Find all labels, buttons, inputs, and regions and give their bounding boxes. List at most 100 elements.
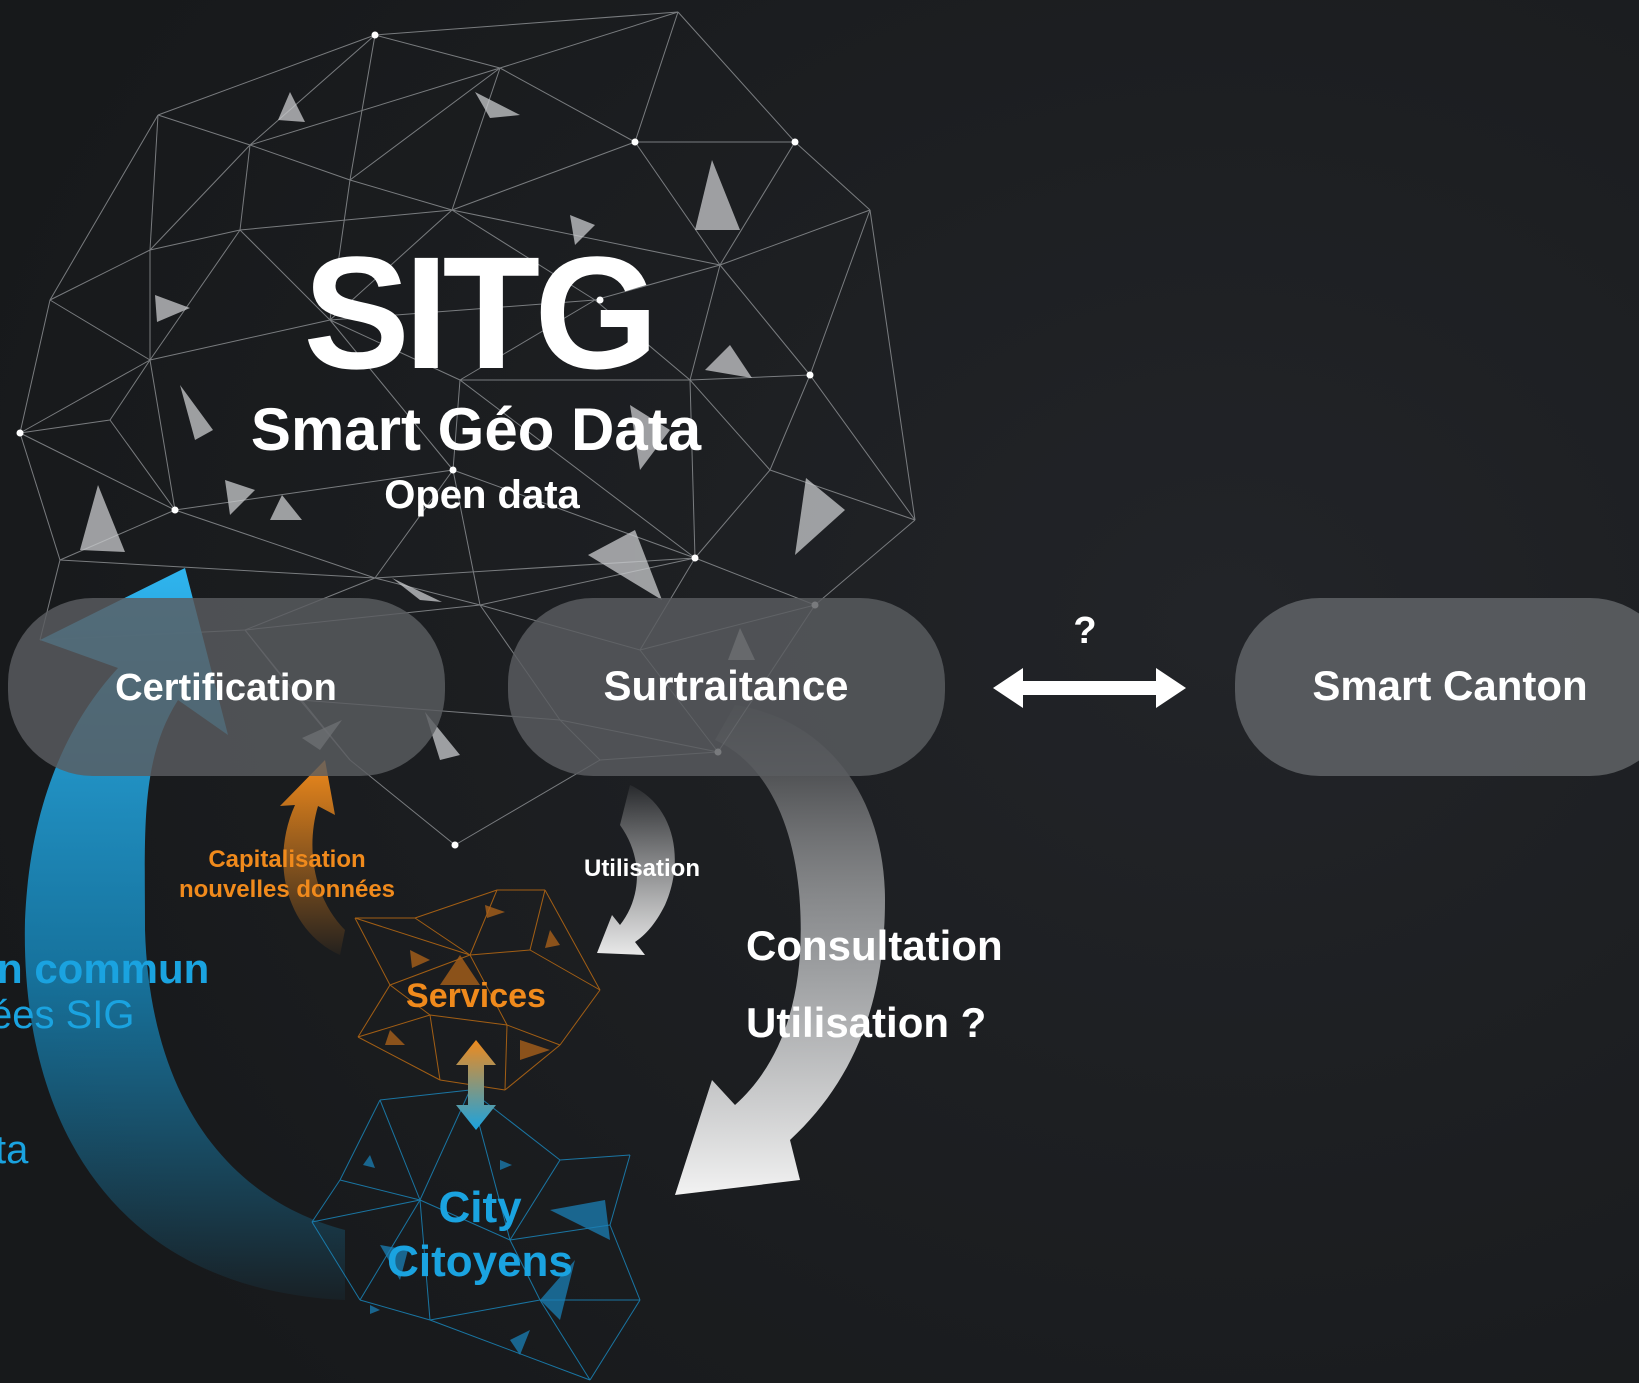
mesh-line	[544, 889, 601, 991]
services-city-double-arrow-icon	[456, 1040, 496, 1130]
mesh-line	[499, 67, 636, 143]
mesh-line	[689, 264, 721, 381]
mesh-line	[389, 984, 431, 1016]
mesh-line	[349, 179, 453, 211]
triangle-shape	[385, 1030, 405, 1045]
mesh-line	[419, 1199, 511, 1241]
mesh-line	[504, 1044, 561, 1091]
mesh-line	[249, 67, 501, 146]
mesh-line	[719, 264, 811, 376]
triangle-shape	[485, 905, 505, 918]
smart-canton-label: Smart Canton	[1312, 662, 1587, 709]
triangle-shape	[475, 92, 520, 118]
mesh-line	[634, 11, 679, 143]
mesh-line	[509, 1239, 541, 1301]
mesh-line	[451, 67, 501, 211]
mesh-line	[429, 1299, 541, 1321]
mesh-node	[806, 371, 814, 379]
mesh-line	[529, 889, 546, 951]
mesh-line	[374, 577, 481, 606]
mesh-line	[311, 1199, 421, 1223]
mesh-line	[419, 1199, 431, 1321]
triangle-shape	[570, 215, 595, 245]
surtraitance-label: Surtraitance	[603, 662, 848, 709]
mesh-line	[594, 299, 691, 381]
triangle-shape	[370, 1305, 380, 1314]
consultation-label: Consultation	[746, 922, 1003, 969]
mesh-line	[504, 1024, 508, 1091]
services-network-triangles	[385, 905, 560, 1060]
mesh-line	[339, 1099, 381, 1181]
mesh-line	[452, 379, 461, 471]
triangle-shape	[630, 405, 670, 470]
mesh-node	[596, 296, 604, 304]
mesh-line	[451, 209, 596, 301]
triangle-shape	[588, 530, 662, 600]
mesh-line	[869, 209, 916, 521]
mesh-line	[451, 141, 636, 211]
citoyens-label: Citoyens	[387, 1237, 573, 1286]
question-mark: ?	[1073, 610, 1096, 652]
mesh-line	[589, 1299, 641, 1381]
mesh-node	[631, 138, 639, 146]
mesh-line	[311, 1179, 341, 1223]
triangle-shape	[180, 385, 213, 440]
triangle-shape	[695, 160, 740, 230]
triangle-shape	[278, 92, 305, 122]
mesh-line	[529, 949, 601, 991]
mesh-line	[329, 209, 453, 321]
left-cut-label-1: n commun	[0, 945, 209, 992]
mesh-line	[677, 11, 796, 143]
triangle-shape	[410, 950, 430, 968]
mesh-line	[329, 299, 596, 321]
mesh-line	[354, 917, 471, 956]
mesh-line	[19, 419, 111, 434]
mesh-node	[791, 138, 799, 146]
triangle-shape	[510, 1330, 530, 1355]
utilisation-arrow-icon	[597, 785, 675, 955]
consultation-arrow-icon	[675, 705, 885, 1195]
mesh-line	[452, 469, 696, 559]
mesh-line	[459, 379, 696, 559]
mesh-line	[469, 889, 498, 956]
mesh-line	[354, 917, 391, 986]
mesh-line	[506, 1024, 561, 1046]
triangle-shape	[550, 1200, 610, 1240]
mesh-line	[19, 299, 51, 434]
mesh-line	[149, 114, 159, 251]
mesh-node	[451, 841, 459, 849]
mesh-line	[249, 34, 376, 146]
services-label: Services	[406, 977, 546, 1015]
mesh-line	[452, 469, 481, 606]
certification-node	[8, 598, 445, 776]
mesh-line	[451, 209, 721, 266]
mesh-node	[16, 429, 24, 437]
tagline: Open data	[384, 473, 580, 517]
bidirectional-arrow-icon	[993, 668, 1186, 708]
mesh-line	[809, 209, 871, 376]
mesh-node	[371, 31, 379, 39]
mesh-line	[769, 469, 916, 521]
mesh-line	[539, 1299, 591, 1381]
mesh-line	[469, 1089, 561, 1161]
mesh-line	[559, 989, 601, 1046]
surtraitance-node	[508, 598, 945, 776]
triangle-shape	[155, 295, 190, 322]
mesh-line	[349, 34, 376, 181]
mesh-line	[109, 419, 176, 511]
mesh-line	[149, 144, 251, 251]
smart-canton-node	[1235, 598, 1639, 776]
city-network-mesh	[311, 1089, 641, 1381]
mesh-line	[469, 949, 531, 956]
triangle-shape	[270, 495, 302, 520]
triangle-shape	[520, 1040, 550, 1060]
mesh-line	[59, 559, 376, 579]
mesh-line	[239, 209, 453, 231]
mesh-line	[559, 1154, 631, 1161]
mesh-line	[149, 229, 241, 361]
capitalisation-label-1: Capitalisation	[208, 846, 365, 873]
mesh-line	[157, 34, 376, 116]
mesh-node	[449, 466, 457, 474]
triangle-shape	[795, 478, 845, 555]
